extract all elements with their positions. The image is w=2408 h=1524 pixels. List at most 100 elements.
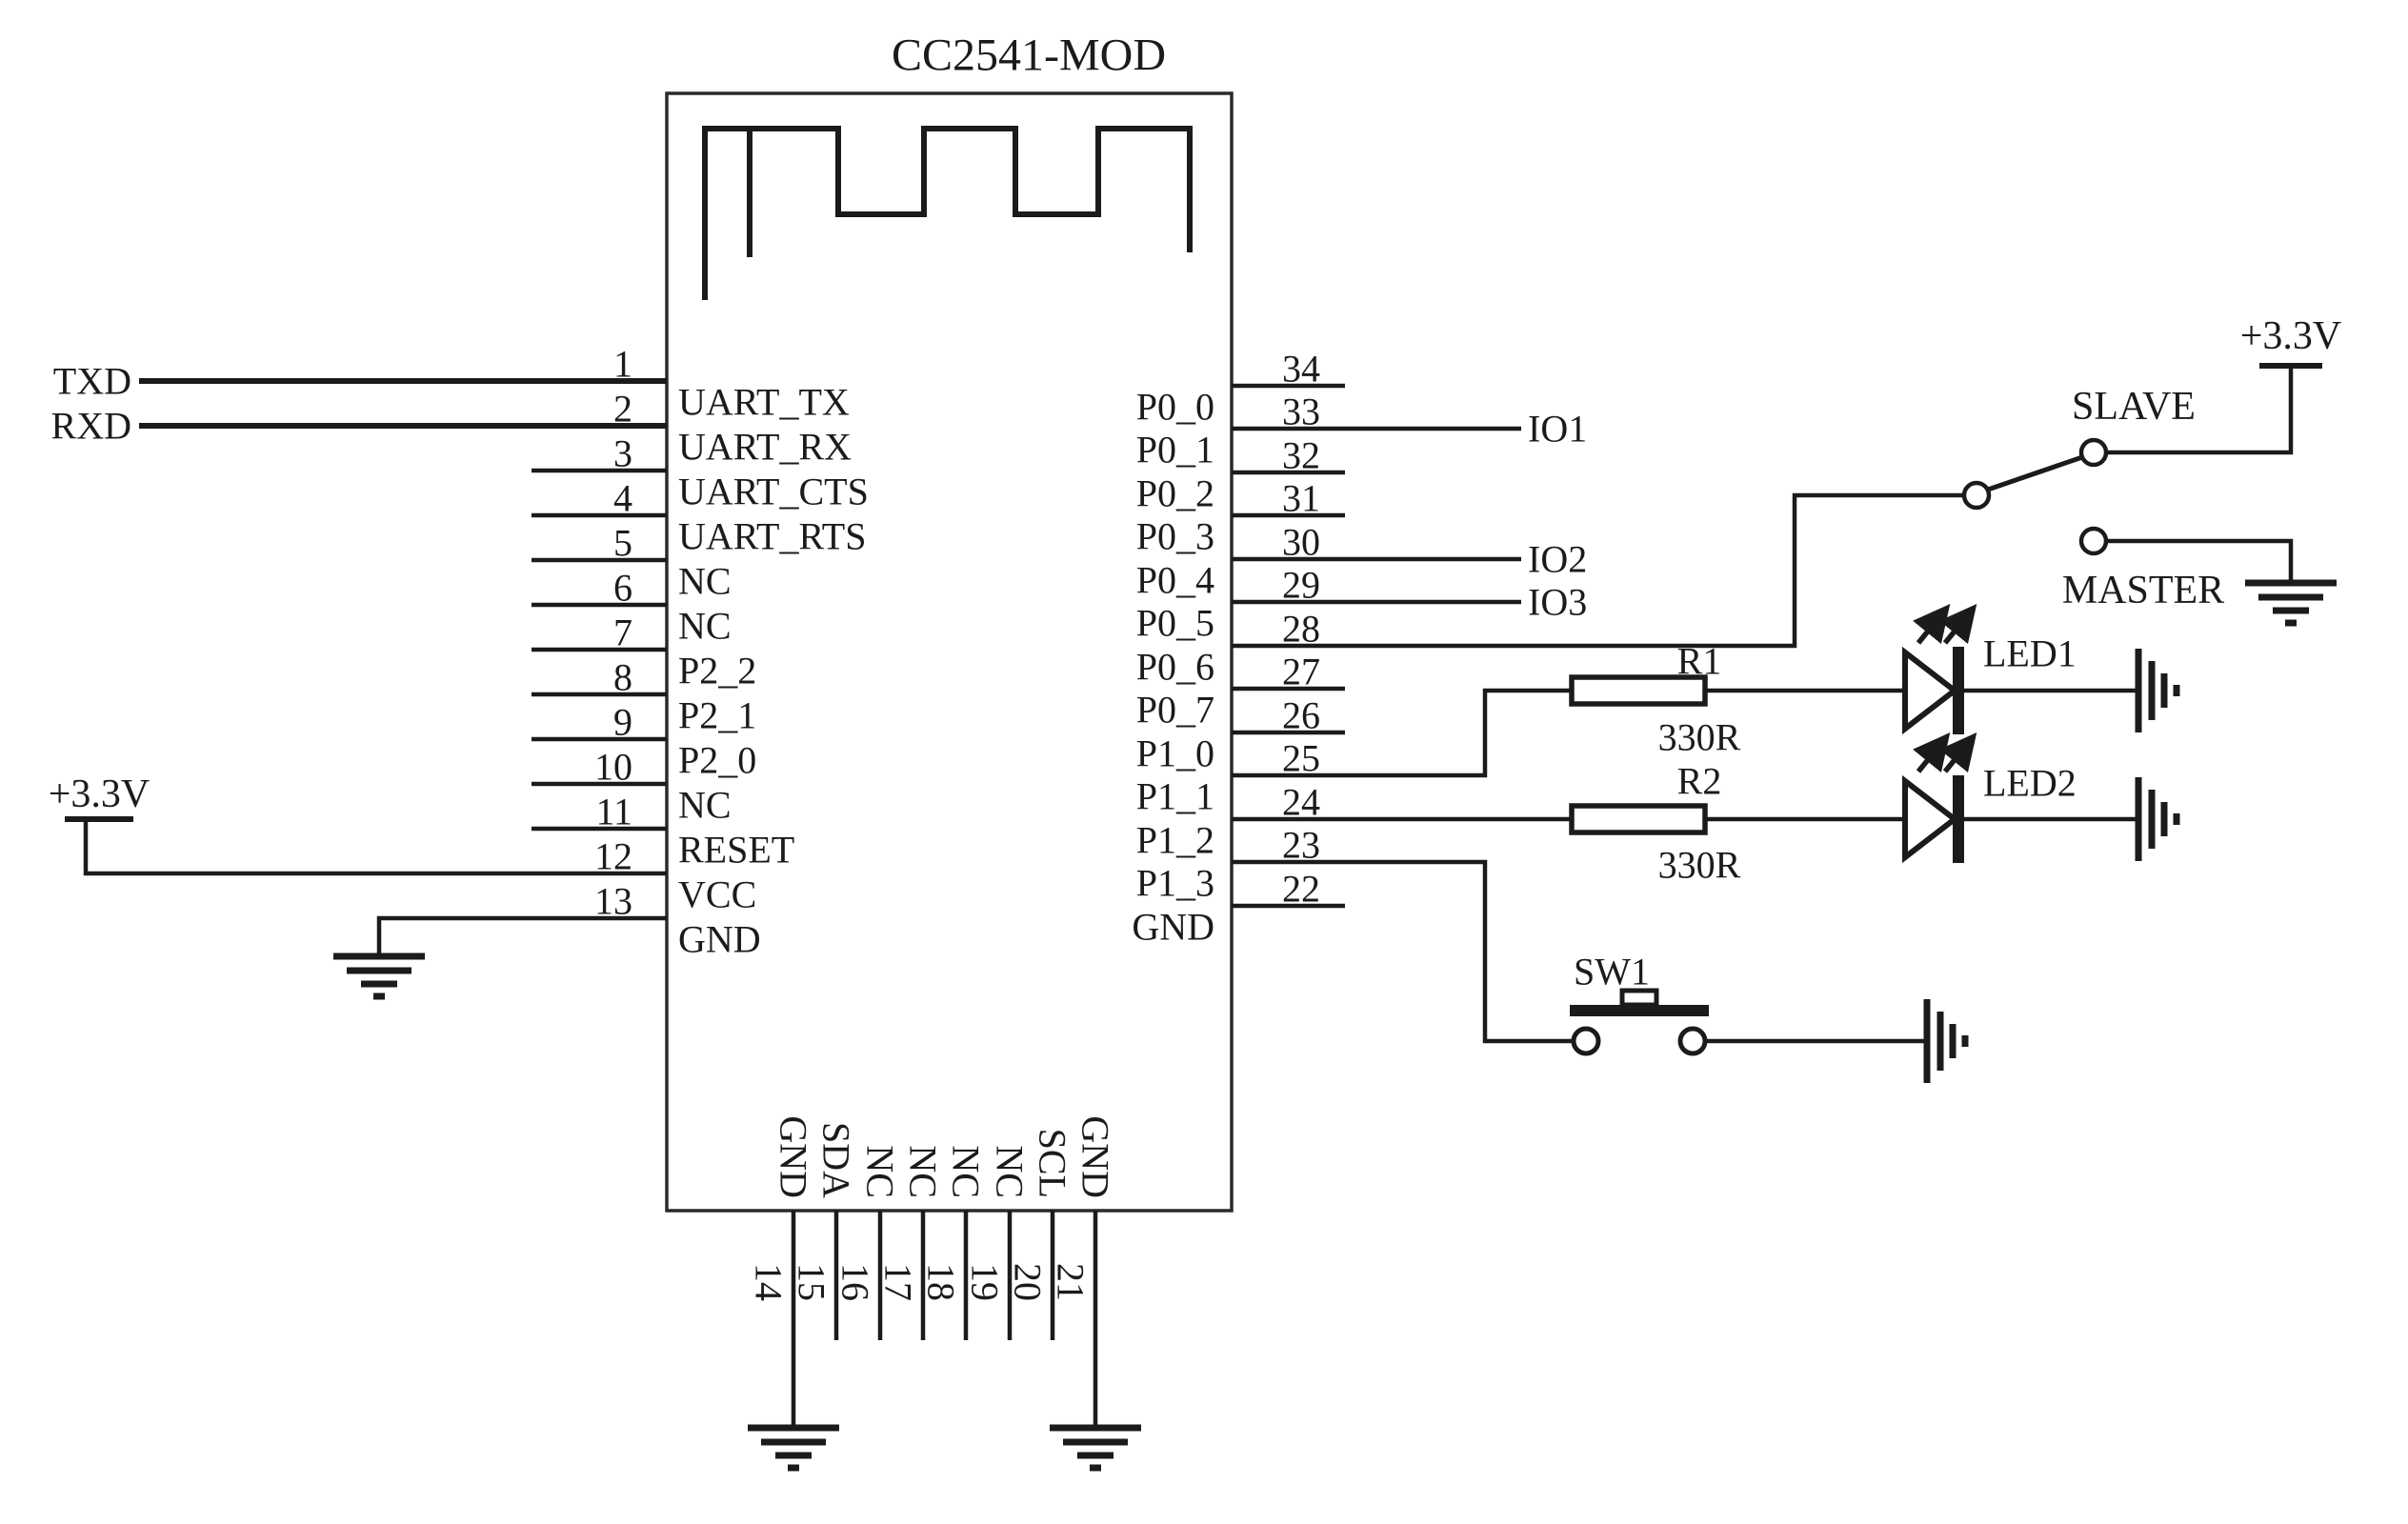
sw1-icon: [1570, 988, 1709, 1056]
pin-name: P1_2: [1136, 819, 1214, 862]
net-label-io2: IO2: [1528, 538, 1587, 581]
pin-name: P0_4: [1136, 559, 1214, 602]
io-wires: [1232, 426, 1521, 605]
pin-name: P0_2: [1136, 472, 1214, 515]
pin-name: P0_6: [1136, 646, 1214, 689]
pin-number: 21: [1050, 1263, 1093, 1301]
pin-number: 8: [613, 656, 632, 699]
ref-led1: LED1: [1983, 632, 2077, 675]
pin-name: P2_0: [678, 739, 756, 782]
p1_1-wire: [1232, 688, 1572, 778]
pin-name: NC: [678, 784, 732, 827]
pin-number: 17: [877, 1263, 920, 1301]
pin-name: P1_3: [1136, 862, 1214, 905]
pin-number: 33: [1282, 391, 1320, 433]
pin-number: 24: [1282, 781, 1320, 824]
sw1-right-contact-icon: [1677, 1026, 1708, 1056]
bottom-pin-names: GND SDA NC NC NC NC SCL GND: [773, 1115, 1117, 1198]
pin-name: SDA: [815, 1122, 858, 1198]
pin-name: P1_0: [1136, 732, 1214, 775]
pin-name: SCL: [1032, 1129, 1074, 1198]
pin-name: NC: [678, 560, 732, 603]
net-label-vcc-left: +3.3V: [49, 772, 150, 816]
pin-name: NC: [678, 605, 732, 648]
switch-blade-icon: [1987, 454, 2083, 492]
gnd-left-net: [333, 915, 667, 996]
resistor-r2-icon: [1572, 806, 1705, 832]
ref-r1: R1: [1677, 640, 1722, 683]
ref-sw1: SW1: [1574, 951, 1650, 993]
pin-name: VCC: [678, 873, 756, 916]
pin-number: 14: [748, 1263, 791, 1301]
switch-common-contact-icon: [1961, 480, 1992, 511]
pin-number: 5: [613, 522, 632, 565]
pin-number: 7: [613, 612, 632, 654]
pin-name: P0_0: [1136, 386, 1214, 429]
pin-number: 10: [594, 746, 632, 789]
pin-number: 19: [964, 1263, 1007, 1301]
pin-name: GND: [1132, 906, 1214, 949]
pin-number: 34: [1282, 348, 1320, 391]
pin-number: 31: [1282, 477, 1320, 520]
master-wire: [2106, 538, 2294, 583]
bottom-pin-stubs: [833, 1211, 1055, 1340]
pin-number: 23: [1282, 824, 1320, 867]
net-label-io1: IO1: [1528, 408, 1587, 451]
sw1-button: [1619, 988, 1659, 1008]
left-pin-stubs: [532, 468, 667, 832]
pin-number: 13: [594, 880, 632, 923]
pin-name: GND: [1074, 1115, 1117, 1198]
pin-number: 18: [920, 1263, 963, 1301]
bottom-pin-numbers: 14 15 16 17 18 19 20 21: [748, 1263, 1093, 1301]
chip-title: CC2541-MOD: [892, 30, 1166, 81]
pin-name: UART_RX: [678, 426, 852, 469]
sw1-left-contact-icon: [1571, 1026, 1601, 1056]
pin-number: 1: [613, 343, 632, 386]
pin-number: 3: [613, 432, 632, 475]
net-label-master: MASTER: [2062, 569, 2224, 612]
pin-number: 15: [791, 1263, 833, 1301]
left-pin-numbers: 1 2 3 4 5 6 7 8 9 10 11 12 13: [594, 343, 632, 923]
pin-number: 29: [1282, 564, 1320, 607]
mode-switch: [1961, 363, 2337, 623]
pin-name: NC: [902, 1145, 945, 1198]
switch-master-contact-icon: [2078, 526, 2109, 556]
pin-name: UART_CTS: [678, 471, 869, 513]
pin-number: 25: [1282, 737, 1320, 780]
net-label-vcc-right: +3.3V: [2240, 314, 2342, 358]
pin-number: 6: [613, 567, 632, 610]
value-r1: 330R: [1658, 716, 1741, 759]
pin-name: RESET: [678, 829, 794, 872]
right-pin-numbers: 34 33 32 31 30 29 28 27 26 25 24 23 22: [1282, 348, 1320, 911]
pin-name: NC: [945, 1145, 988, 1198]
pin-name: P2_2: [678, 650, 756, 692]
net-label-slave: SLAVE: [2072, 385, 2196, 429]
pin-number: 12: [594, 835, 632, 878]
p1_3-wire: [1232, 859, 1927, 1044]
sw1-bar: [1570, 1005, 1709, 1016]
right-pin-names: P0_0 P0_1 P0_2 P0_3 P0_4 P0_5 P0_6 P0_7 …: [1132, 386, 1214, 949]
pin-name: P0_5: [1136, 602, 1214, 645]
p0_6-wire: [1232, 492, 1964, 649]
pin-name: P0_1: [1136, 429, 1214, 471]
pin-name: P2_1: [678, 694, 756, 737]
pin-name: NC: [859, 1145, 902, 1198]
ref-led2: LED2: [1983, 762, 2077, 805]
module-outline: [665, 91, 1234, 1213]
pin-number: 22: [1282, 868, 1320, 911]
pin-name: P0_7: [1136, 689, 1214, 732]
vcc-left-net: [65, 816, 667, 876]
net-label-rxd: RXD: [51, 405, 131, 448]
ref-r2: R2: [1677, 760, 1722, 803]
pin-number: 30: [1282, 521, 1320, 564]
pin-number: 26: [1282, 694, 1320, 737]
pin-name: GND: [773, 1115, 815, 1198]
pin-name: GND: [678, 918, 761, 961]
pin-number: 27: [1282, 651, 1320, 693]
pin-number: 20: [1007, 1263, 1050, 1301]
pin-name: NC: [989, 1145, 1032, 1198]
pin-number: 28: [1282, 608, 1320, 651]
